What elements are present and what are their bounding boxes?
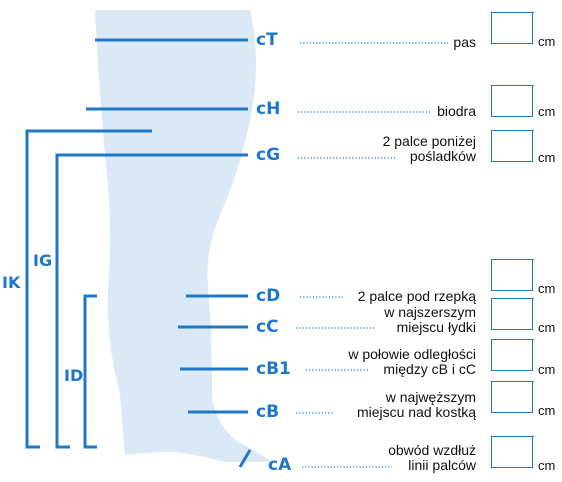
code-cb1: cB1 <box>256 359 291 379</box>
input-box-cc[interactable] <box>491 298 533 330</box>
code-cd: cD <box>256 286 280 306</box>
input-box-cg[interactable] <box>491 130 533 162</box>
unit-cd: cm <box>538 281 555 296</box>
label-biodra: biodra <box>437 104 476 119</box>
label-ponizej-posladkow: 2 palce poniżej pośladków <box>383 134 476 164</box>
unit-ca: cm <box>538 458 555 473</box>
code-cc: cC <box>256 317 279 337</box>
leg-silhouette <box>95 10 272 462</box>
bracket-label-id: ID <box>64 366 83 385</box>
unit-cc: cm <box>538 320 555 335</box>
code-ct: cT <box>256 30 278 50</box>
label-polowie-odleglosci: w połowie odległości między cB i cC <box>348 347 476 377</box>
label-obwod-palcow: obwód wzdłuż linii palców <box>388 443 476 473</box>
input-box-cd[interactable] <box>491 259 533 291</box>
unit-cb1: cm <box>538 362 555 377</box>
code-ca: cA <box>268 455 292 475</box>
unit-cb: cm <box>538 403 555 418</box>
input-box-ct[interactable] <box>491 12 533 44</box>
unit-ct: cm <box>538 34 555 49</box>
bracket-label-ig: IG <box>33 251 52 270</box>
bracket-label-ik: IK <box>2 273 21 292</box>
label-pas: pas <box>453 35 476 50</box>
unit-ch: cm <box>538 104 555 119</box>
code-cb: cB <box>256 402 279 422</box>
input-box-cb[interactable] <box>491 381 533 413</box>
bracket-id: ID <box>64 296 97 447</box>
label-pod-rzepka: 2 palce pod rzepką <box>358 289 476 304</box>
label-najszerszym-lydki: w najszerszym miejscu łydki <box>384 305 476 335</box>
input-box-ch[interactable] <box>491 85 533 117</box>
label-najwezszym-kostka: w najwęższym miejscu nad kostką <box>357 390 476 420</box>
unit-cg: cm <box>538 150 555 165</box>
input-box-ca[interactable] <box>491 436 533 468</box>
code-cg: cG <box>256 145 280 165</box>
code-ch: cH <box>256 99 280 119</box>
input-box-cb1[interactable] <box>491 339 533 371</box>
